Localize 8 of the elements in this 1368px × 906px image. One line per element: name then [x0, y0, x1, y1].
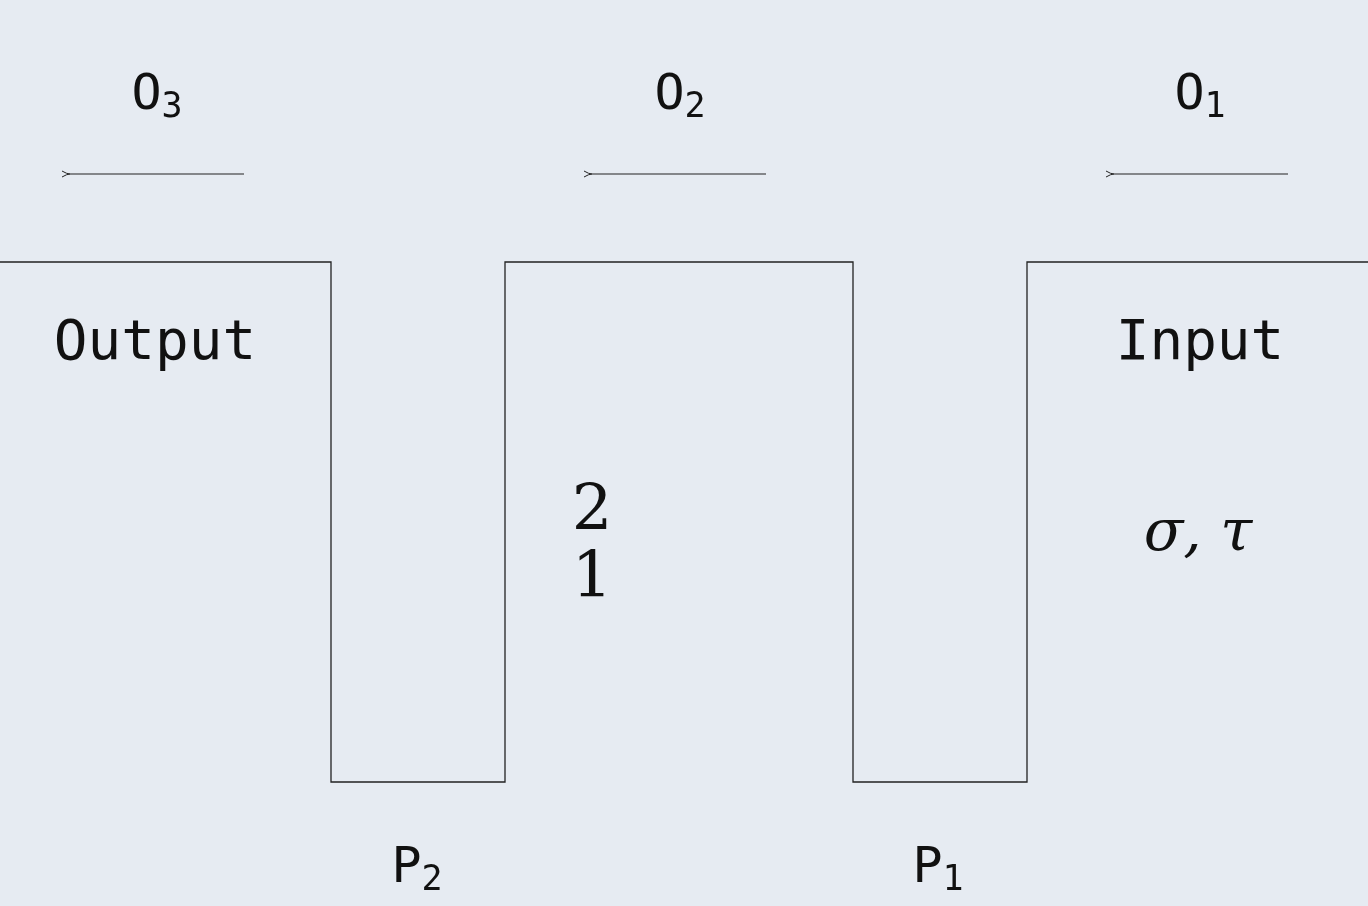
flow-label: O$_{2}$: [654, 66, 706, 124]
pump-label: P$_{2}$: [391, 839, 443, 897]
flow-label: O$_{3}$: [131, 66, 183, 124]
flow-label: O$_{1}$: [1174, 66, 1226, 124]
number-label: 2: [571, 476, 613, 540]
number-label: 1: [571, 543, 613, 607]
symbol-label: σ, τ: [1143, 501, 1253, 559]
pump-label: P$_{1}$: [912, 839, 964, 897]
